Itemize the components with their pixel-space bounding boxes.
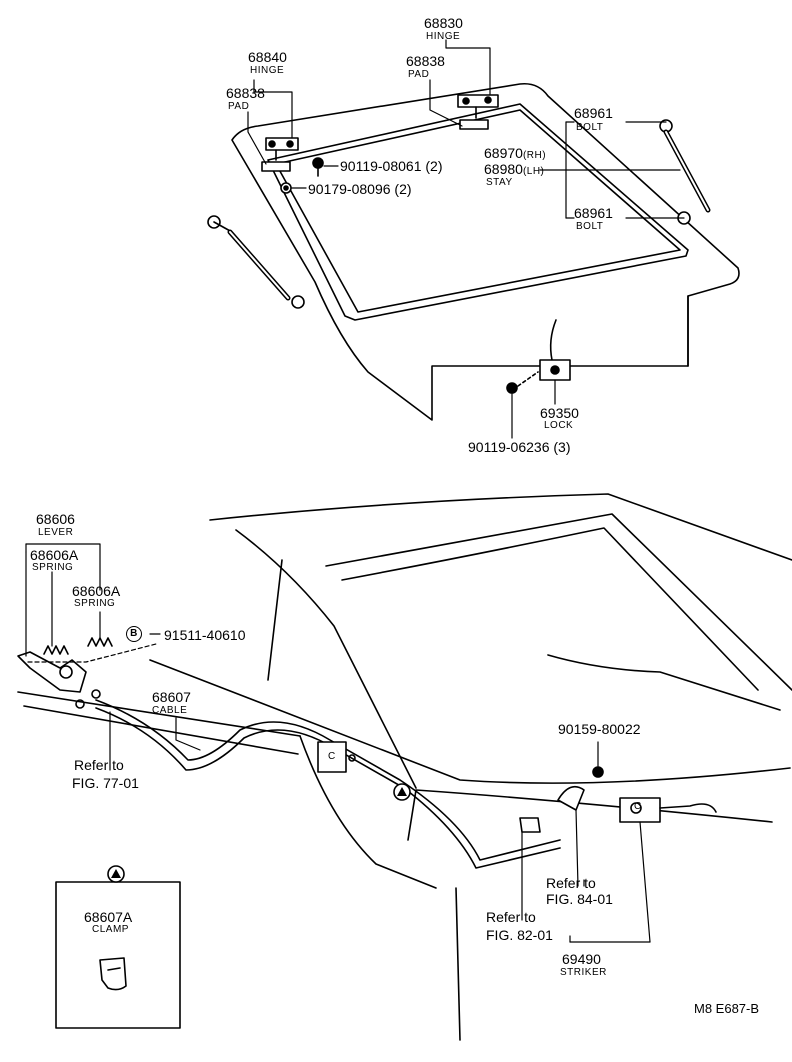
lever-part-number: 68606: [36, 511, 75, 527]
spring-right-part: [87, 637, 113, 647]
hinge-screw-qty: (2): [425, 158, 443, 174]
hinge-rh-part: [457, 94, 499, 130]
hinge-screw-part-number: 90119-08061: [340, 158, 422, 174]
clamp-locator-marker: [393, 783, 411, 801]
stay-left-part: [207, 215, 305, 309]
stay-lh-part-number: 68980: [484, 161, 523, 177]
hinge-lh-name: HINGE: [250, 65, 285, 76]
striker-part-number: 69490: [562, 951, 601, 967]
stay-lh-callout: 68980(LH): [484, 162, 544, 177]
bolt-upper-name: BOLT: [576, 122, 604, 133]
lock-screw-callout: 90119-06236 (3): [468, 440, 571, 454]
stay-lh-side: (LH): [522, 166, 545, 177]
lock-screw-part-number: 90119-06236: [468, 439, 550, 455]
hinge-nut-callout: 90179-08096 (2): [308, 182, 412, 196]
ref-fig-84-line1: Refer to: [546, 875, 596, 891]
cable-name: CABLE: [152, 705, 188, 716]
hinge-screw-callout: 90119-08061 (2): [340, 159, 443, 173]
clamp-part-number: 68607A: [84, 909, 133, 925]
hinge-lh-part: [261, 137, 299, 172]
stay-rh-part-number: 68970: [484, 145, 523, 161]
striker-part: [519, 766, 717, 833]
clamp-detail-box: [55, 865, 181, 1029]
ref-fig-82-line2: FIG. 82-01: [486, 927, 553, 943]
back-door-panel: [231, 82, 740, 421]
stay-name: STAY: [486, 177, 513, 188]
figure-code: M8 E687-B: [694, 1001, 760, 1016]
pad-lh-name: PAD: [228, 101, 250, 112]
striker-connector-c-label: C: [634, 801, 642, 812]
pad-rh-part-number: 68838: [406, 53, 445, 69]
stay-rh-side: (RH): [522, 150, 547, 161]
hinge-lh-part-number: 68840: [248, 49, 287, 65]
spring-left-part: [43, 645, 69, 655]
cable-connector-c-label: C: [328, 751, 336, 762]
stay-rh-callout: 68970(RH): [484, 146, 546, 161]
hinge-rh-part-number: 68830: [424, 15, 463, 31]
hinge-rh-name: HINGE: [426, 31, 461, 42]
lever-part: [17, 651, 87, 693]
ref-fig-84-line2: FIG. 84-01: [546, 891, 613, 907]
hinge-nut-part-number: 90179-08096: [308, 181, 391, 197]
spring-b-name: SPRING: [74, 598, 116, 609]
car-body-outline: [17, 493, 792, 1041]
hinge-nut-qty: (2): [394, 181, 412, 197]
lock-screw-qty: (3): [553, 439, 571, 455]
bolt-upper-part-number: 68961: [574, 105, 613, 121]
spring-b-part-number: 68606A: [72, 583, 121, 599]
striker-screw-part-number: 90159-80022: [558, 721, 641, 737]
stay-right-part: [659, 119, 711, 225]
lock-part-number: 69350: [540, 405, 579, 421]
pad-lh-part-number: 68838: [226, 85, 265, 101]
clamp-name: CLAMP: [92, 924, 129, 935]
bolt-lower-part-number: 68961: [574, 205, 613, 221]
lock-name: LOCK: [544, 420, 574, 431]
lower-leader-lines: [25, 543, 651, 943]
ref-fig-82-line1: Refer to: [486, 909, 536, 925]
pad-rh-name: PAD: [408, 69, 430, 80]
spring-a-name: SPRING: [32, 562, 74, 573]
clip-b-marker: B: [126, 626, 142, 642]
cable-part-number: 68607: [152, 689, 191, 705]
clip-b-part-number: 91511-40610: [164, 627, 246, 643]
hinge-screw-part: [312, 157, 324, 177]
hinge-nut-part: [280, 182, 292, 194]
lock-part: [506, 319, 571, 394]
striker-name: STRIKER: [560, 967, 607, 978]
cable-part: [75, 689, 561, 869]
bolt-lower-name: BOLT: [576, 221, 604, 232]
upper-leader-lines: [247, 39, 685, 439]
ref-fig-77-line1: Refer to: [74, 757, 124, 773]
ref-fig-77-line2: FIG. 77-01: [72, 775, 139, 791]
spring-a-part-number: 68606A: [30, 547, 79, 563]
lever-name: LEVER: [38, 527, 74, 538]
